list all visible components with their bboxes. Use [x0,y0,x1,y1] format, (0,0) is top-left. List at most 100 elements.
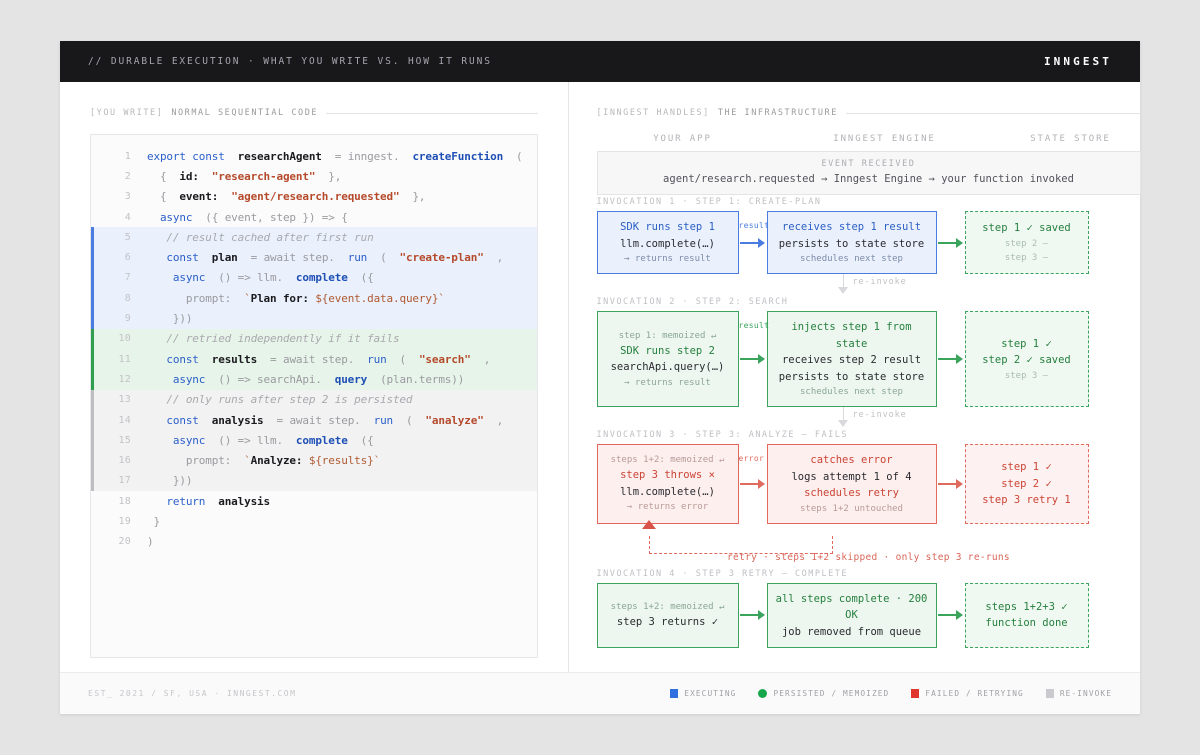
line-source: // retried independently if it fails [166,332,400,346]
code-line: 19 } [91,511,537,531]
line-number: 8 [124,292,131,304]
code-section-tag: [YOU WRITE] [90,108,164,118]
line-number: 9 [124,313,131,325]
arrow-tip [956,354,963,364]
legend-swatch-icon [911,689,920,698]
box-line: step 3 retry 1 [982,494,1071,506]
line-source: ) [147,535,154,549]
code-line: 13 // only runs after step 2 is persiste… [91,389,537,410]
invocation-row: step 1: memoized ↵ SDK runs step 2 searchA… [596,311,1141,407]
box-line: step 1 ✓ saved [982,222,1071,235]
code-line: 11 const results = await step. run ( "se… [91,348,537,370]
arrow-tip [758,610,765,621]
connector-arrowhead [837,287,848,294]
line-source: // only runs after step 2 is persisted [166,393,413,407]
line-number: 16 [118,455,131,467]
box-line: step 2 ✓ saved [982,354,1071,366]
box-line: steps 1+2: memoized ↵ [610,602,725,612]
box-line: logs attempt 1 of 4 [791,470,912,483]
code-line: 6 const plan = await step. run ( "create… [91,247,537,268]
infra-section-tag: [INNGEST HANDLES] [596,108,710,118]
line-source: } [153,514,160,528]
line-number: 6 [124,252,131,264]
column-header-inngest-engine: INNGEST ENGINE [833,134,936,144]
line-number: 11 [118,353,131,365]
divider-rule [845,112,1141,114]
infrastructure-panel: [INNGEST HANDLES] THE INFRASTRUCTURE YOU… [567,82,1171,672]
line-number: 3 [124,191,131,203]
code-line: 16 prompt: `Analyze: ${results}` [91,450,537,471]
re-invoke-label: re-invoke [852,410,907,420]
arrow-engine-to-state [937,211,965,274]
arrow-label: result [738,321,770,330]
event-title: EVENT RECEIVED [821,159,916,169]
line-source: // result cached after first run [166,230,374,244]
retry-note: retry · steps 1+2 skipped · only step 3 … [727,551,1010,563]
re-invoke-connector: re-invoke [597,407,1141,429]
line-source: const results = await step. run ( "searc… [166,352,491,366]
box-line: schedules next step [800,254,903,264]
legend-item: RE-INVOKE [1045,689,1112,698]
line-number: 13 [118,394,131,406]
connector-stem [842,407,844,422]
retry-path [648,535,833,554]
line-number: 17 [118,475,131,487]
arrow-shaft [740,482,758,485]
header-bar: // DURABLE EXECUTION · WHAT YOU WRITE VS… [60,41,1140,82]
arrow-shaft [740,241,758,244]
line-source: const analysis = await step. run ( "anal… [166,413,504,427]
line-source: })) [172,312,193,326]
legend-swatch-icon [1045,689,1054,698]
code-line: 10 // retried independently if it fails [91,328,537,349]
arrow-engine-to-state [937,311,965,407]
invocation-row: steps 1+2: memoized ↵step 3 returns ✓all… [596,582,1141,648]
code-line: 8 prompt: `Plan for: ${event.data.query}… [91,288,537,309]
code-line: 18 return analysis [91,491,537,511]
box-line: step 1: memoized ↵ [618,330,717,341]
legend-swatch-icon [670,689,679,698]
line-number: 20 [118,536,131,548]
code-line: 15 async () => llm. complete ({ [91,430,537,451]
arrow-label: error [738,454,765,463]
legend-label: EXECUTING [684,689,737,698]
box-line: all steps complete · 200 OK [775,592,928,622]
line-number: 12 [118,373,131,385]
line-source: async ({ event, step }) => { [159,210,348,224]
legend-swatch-icon [758,689,768,698]
box-line: → returns error [626,502,709,513]
line-number: 14 [118,414,131,426]
legend-item: FAILED / RETRYING [911,689,1024,698]
box-line: schedules retry [804,487,899,499]
re-invoke-connector: re-invoke [597,274,1141,296]
arrow-app-to-engine: error [739,444,767,524]
legend-item: PERSISTED / MEMOIZED [758,689,889,698]
arrow-tip [956,478,963,489]
code-section-label: NORMAL SEQUENTIAL CODE [171,108,319,118]
line-source: export const researchAgent = inngest. cr… [147,149,523,163]
line-source: async () => llm. complete ({ [172,433,374,447]
box-line: function done [985,617,1068,630]
box-line: searchApi.query(…) [610,361,725,373]
state-store-box: step 1 ✓step 2 ✓step 3 retry 1 [964,444,1089,524]
box-line: step 2 ✓ [1001,477,1052,490]
your-app-box: steps 1+2: memoized ↵step 3 throws ×llm.… [596,444,739,524]
arrow-tip [956,237,963,248]
footer-credit: EST_ 2021 / SF, USA · INNGEST.COM [88,689,297,698]
connector-stem [842,274,844,289]
box-line: SDK runs step 2 [620,344,715,357]
code-section-header: [YOU WRITE] NORMAL SEQUENTIAL CODE [90,108,538,118]
connector-arrowhead [837,420,848,427]
arrow-tip [956,610,963,621]
code-line: 9 })) [91,308,537,329]
state-store-box: steps 1+2+3 ✓function done [964,582,1089,648]
legend-item: EXECUTING [670,689,736,698]
box-line: steps 1+2: memoized ↵ [610,455,725,466]
code-line: 5 // result cached after first run [91,227,537,248]
